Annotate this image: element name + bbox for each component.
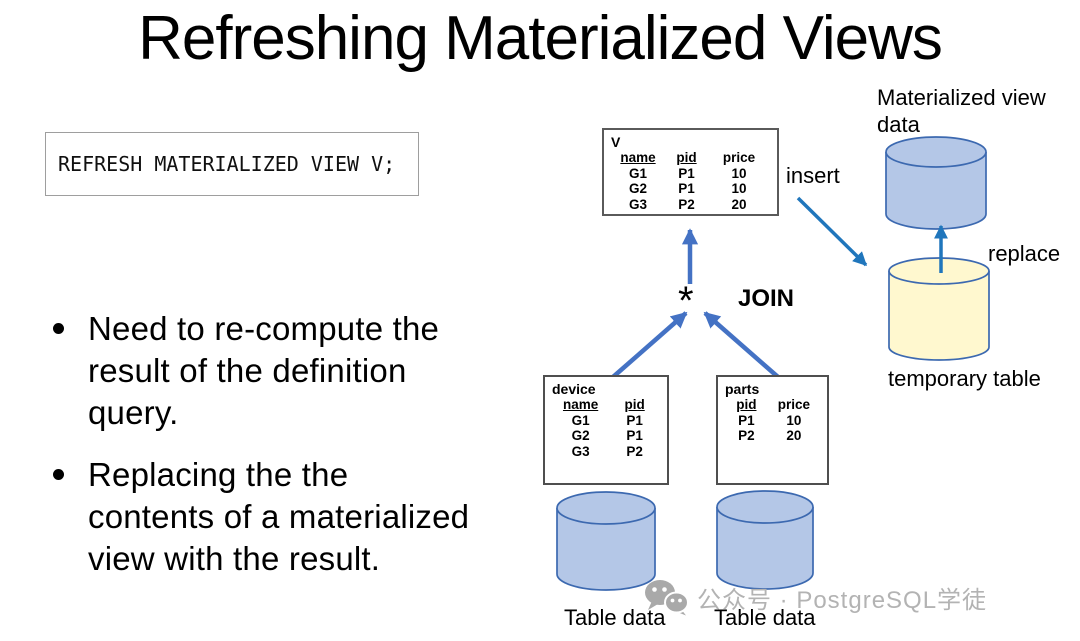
temporary-table-cylinder — [888, 257, 990, 361]
materialized-view-data-label: Materialized view data — [877, 85, 1046, 137]
slide-title: Refreshing Materialized Views — [138, 4, 943, 73]
bullet-list: Need to re-compute the result of the def… — [50, 308, 520, 580]
table-data-cylinder-right — [716, 490, 814, 590]
replace-label: replace — [988, 241, 1061, 266]
wechat-icon — [645, 580, 689, 616]
join-label: JOIN — [738, 285, 795, 312]
table-data-label-right: Table data — [714, 605, 816, 630]
device-table-title: device — [552, 381, 596, 397]
device-table: device name pid G1 P1 G2 P1 G3 P2 — [543, 375, 669, 485]
view-v-table: V name pid price G1 P1 10 G2 P1 10 G3 P2… — [602, 128, 779, 216]
bullet-item-recompute: Need to re-compute the result of the def… — [50, 308, 520, 434]
star-operator: * — [678, 279, 694, 323]
bullet-item-replace: Replacing the the contents of a material… — [50, 454, 520, 580]
view-v-title: V — [611, 134, 621, 150]
materialized-view-cylinder — [885, 136, 987, 230]
insert-arrow — [796, 196, 868, 267]
sql-code-box: REFRESH MATERIALIZED VIEW V; — [45, 132, 419, 196]
parts-table-grid: pid price P1 10 P2 20 — [736, 397, 811, 443]
temporary-table-label: temporary table — [888, 366, 1041, 391]
parts-table-title: parts — [725, 381, 760, 397]
parts-table: parts pid price P1 10 P2 20 — [716, 375, 829, 485]
parts-to-join-arrow — [703, 311, 780, 379]
sql-statement: REFRESH MATERIALIZED VIEW V; — [58, 152, 396, 176]
view-v-grid: name pid price G1 P1 10 G2 P1 10 G3 P2 2… — [620, 150, 756, 212]
table-data-cylinder-left — [556, 491, 656, 591]
insert-label: insert — [786, 163, 840, 188]
device-to-join-arrow — [611, 311, 688, 379]
watermark: 公众号 · PostgreSQL学徒 — [643, 579, 987, 616]
device-table-grid: name pid G1 P1 G2 P1 G3 P2 — [562, 397, 645, 459]
watermark-text: 公众号 · PostgreSQL学徒 — [697, 587, 988, 614]
